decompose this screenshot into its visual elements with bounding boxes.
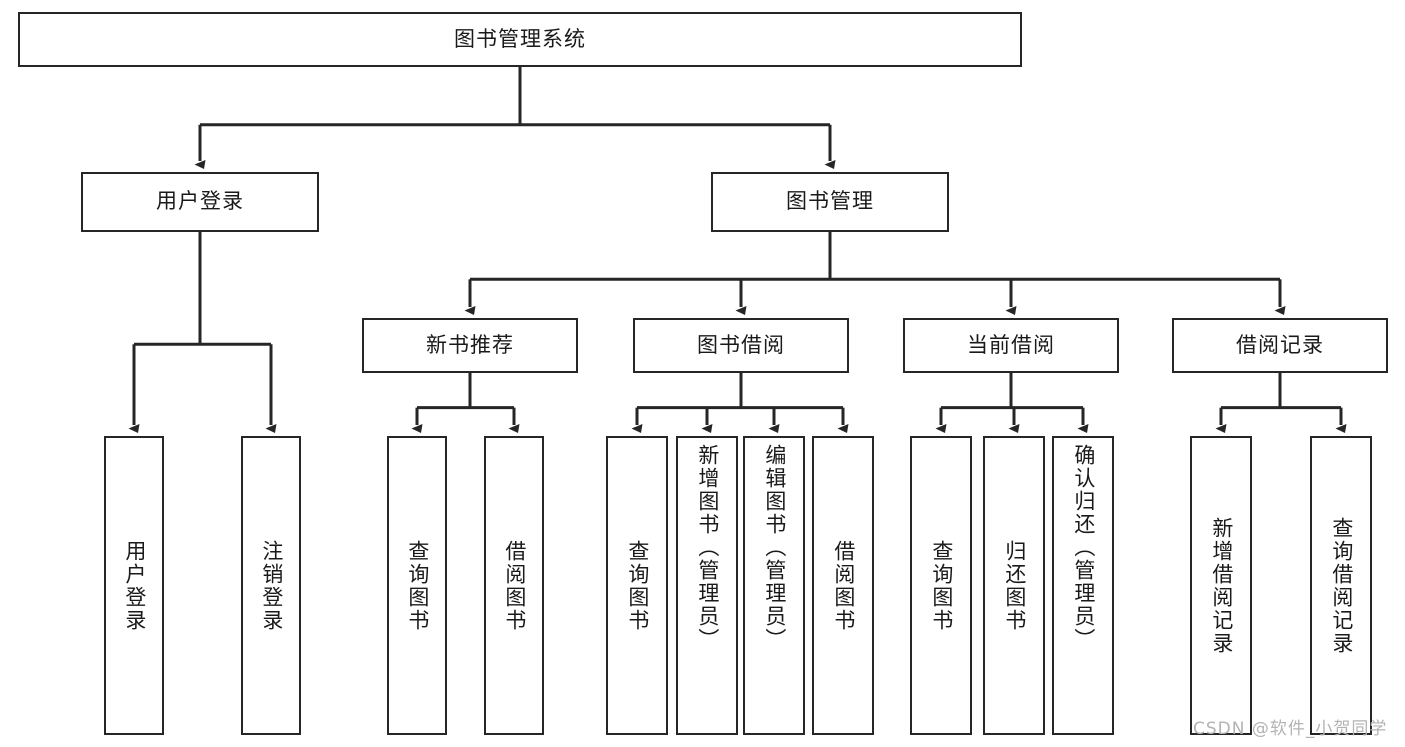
node-leaf-borrow-4[interactable]: 借阅图书: [812, 436, 874, 735]
node-current[interactable]: 当前借阅: [903, 318, 1119, 373]
csdn-watermark: CSDN @软件_小贺同学: [1193, 719, 1388, 739]
node-label: 借阅图书: [502, 539, 527, 632]
node-leaf-borrow-2[interactable]: 新增图书（管理员）: [676, 436, 738, 735]
node-borrow[interactable]: 图书借阅: [633, 318, 849, 373]
node-leaf-borrow-3[interactable]: 编辑图书（管理员）: [743, 436, 805, 735]
node-root[interactable]: 图书管理系统: [18, 12, 1022, 67]
node-label: 借阅图书: [831, 539, 856, 632]
node-label: 查询图书: [405, 539, 430, 632]
node-leaf-new-1[interactable]: 查询图书: [387, 436, 447, 735]
node-label: 图书管理系统: [454, 26, 586, 51]
node-label: 图书借阅: [697, 332, 785, 357]
node-label: 图书管理: [786, 189, 874, 214]
node-leaf-rec-1[interactable]: 新增借阅记录: [1190, 436, 1252, 735]
node-leaf-borrow-1[interactable]: 查询图书: [606, 436, 668, 735]
node-bookmgmt[interactable]: 图书管理: [711, 172, 949, 232]
node-label: 新增借阅记录: [1209, 516, 1234, 655]
node-leaf-cur-2[interactable]: 归还图书: [983, 436, 1045, 735]
node-records[interactable]: 借阅记录: [1172, 318, 1388, 373]
node-label: 查询借阅记录: [1329, 516, 1354, 655]
edge-paths: [128, 67, 1347, 433]
node-leaf-cur-1[interactable]: 查询图书: [910, 436, 972, 735]
node-leaf-login-1[interactable]: 用户登录: [104, 436, 164, 735]
node-label: 用户登录: [122, 539, 147, 632]
node-login[interactable]: 用户登录: [81, 172, 319, 232]
node-label: 借阅记录: [1236, 332, 1324, 357]
node-label: 注销登录: [259, 539, 284, 632]
node-leaf-login-2[interactable]: 注销登录: [241, 436, 301, 735]
node-label: 归还图书: [1002, 539, 1027, 632]
node-label: 查询图书: [625, 539, 650, 632]
node-label: 查询图书: [929, 539, 954, 632]
node-label: 新增图书（管理员）: [695, 444, 720, 651]
node-label: 用户登录: [156, 189, 244, 214]
node-leaf-rec-2[interactable]: 查询借阅记录: [1310, 436, 1372, 735]
node-label: 当前借阅: [967, 332, 1055, 357]
node-label: 确认归还（管理员）: [1071, 444, 1096, 651]
node-leaf-new-2[interactable]: 借阅图书: [484, 436, 544, 735]
node-newbook[interactable]: 新书推荐: [362, 318, 578, 373]
node-leaf-cur-3[interactable]: 确认归还（管理员）: [1052, 436, 1114, 735]
node-label: 新书推荐: [426, 332, 514, 357]
node-label: 编辑图书（管理员）: [762, 444, 787, 651]
